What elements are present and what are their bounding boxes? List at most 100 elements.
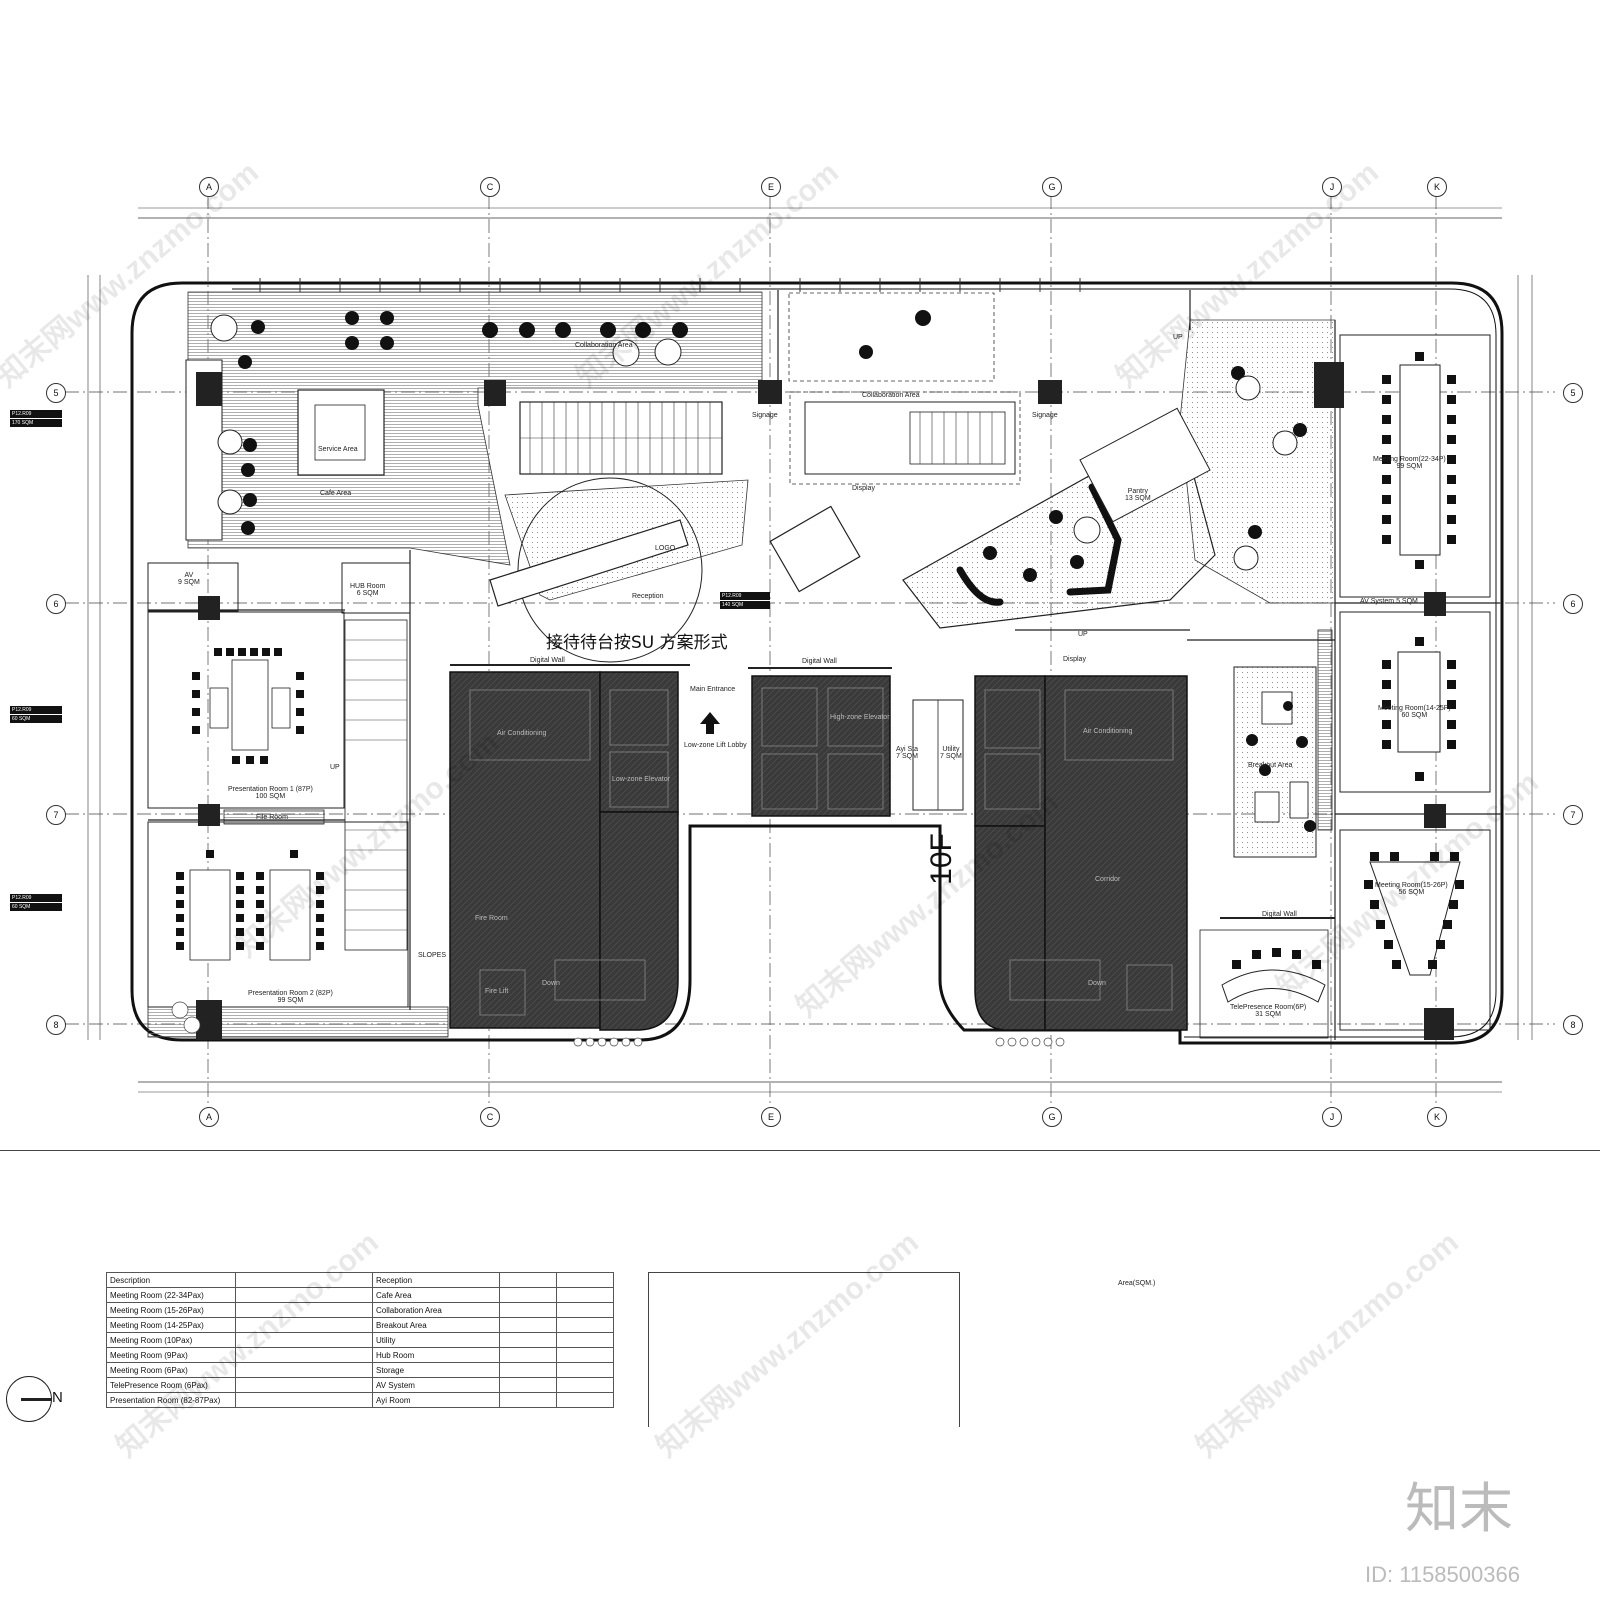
area-title: Area(SQM.) xyxy=(1118,1280,1156,1287)
legend-cell xyxy=(235,1272,373,1288)
label-av-system: AV System 5 SQM xyxy=(1360,598,1418,605)
label-down: Down xyxy=(542,980,560,987)
label-signage: Signage xyxy=(752,412,778,419)
legend-right-item: Storage xyxy=(372,1362,500,1378)
table-row: Meeting Room (6Pax) Storage xyxy=(106,1362,614,1378)
meeting-22-area: 99 SQM xyxy=(1396,463,1423,470)
label-aircon: Air Conditioning xyxy=(1083,728,1133,735)
label-up: UP xyxy=(1173,334,1183,341)
north-label: N xyxy=(52,1389,63,1406)
label-hub: HUB Room 6 SQM xyxy=(350,583,385,597)
watermark: 知末网www.znzmo.com xyxy=(1190,1225,1465,1464)
floor-plan xyxy=(65,195,1555,1110)
table-row: Description Reception xyxy=(106,1272,614,1288)
meeting-22-name: Meeting Room(22-34P) xyxy=(1373,456,1446,463)
legend-table: Description Reception Meeting Room (22-3… xyxy=(106,1272,614,1408)
legend-left-item: Meeting Room (9Pax) xyxy=(106,1347,236,1363)
utility-area: 7 SQM xyxy=(940,753,962,760)
label-lift-lobby: Low-zone Lift Lobby xyxy=(684,742,747,749)
label-digital-wall: Digital Wall xyxy=(802,658,837,665)
pres1-area: 100 SQM xyxy=(255,793,286,800)
legend-left-item: Meeting Room (15-26Pax) xyxy=(106,1302,236,1318)
pantry-name: Pantry xyxy=(1127,488,1148,495)
label-digital-wall: Digital Wall xyxy=(530,657,565,664)
grid-row-bubble-right: 7 xyxy=(1563,805,1583,825)
grid-col-bubble-top: K xyxy=(1427,177,1447,197)
label-cafe: Cafe Area xyxy=(320,490,352,497)
label-up: UP xyxy=(330,764,340,771)
tag-area: 60 SQM xyxy=(10,903,62,911)
legend-left-item: Meeting Room (10Pax) xyxy=(106,1332,236,1348)
table-row: Presentation Room (82-87Pax) Ayi Room xyxy=(106,1392,614,1408)
brand-logo-text: 知末 xyxy=(1405,1477,1513,1540)
sheet-divider xyxy=(0,1150,1600,1151)
side-area-tag: P12.R09 60 SQM xyxy=(10,706,62,723)
legend-right-item: AV System xyxy=(372,1377,500,1393)
pres1-name: Presentation Room 1 (87P) xyxy=(228,786,313,793)
grid-col-bubble-bottom: G xyxy=(1042,1107,1062,1127)
grid-row-bubble-right: 5 xyxy=(1563,383,1583,403)
av-name: AV xyxy=(184,572,194,579)
pres2-name: Presentation Room 2 (82P) xyxy=(248,990,333,997)
label-slopes: SLOPES xyxy=(418,952,447,959)
label-corridor: Corridor xyxy=(1095,876,1121,883)
grid-col-bubble-top: A xyxy=(199,177,219,197)
label-collaboration-mid: Collaboration Area xyxy=(862,392,920,399)
grid-col-bubble-bottom: C xyxy=(480,1107,500,1127)
ayi-area: 7 SQM xyxy=(896,753,918,760)
legend-right-item: Utility xyxy=(372,1332,500,1348)
tag-code: P12.R09 xyxy=(10,894,62,902)
floor-label: 10F xyxy=(924,833,958,885)
legend-left-item: Meeting Room (14-25Pax) xyxy=(106,1317,236,1333)
av-area: 9 SQM xyxy=(178,579,200,586)
label-fire-room: Fire Room xyxy=(475,915,508,922)
tag-code: P12.R09 xyxy=(10,706,62,714)
legend-left-item: Meeting Room (22-34Pax) xyxy=(106,1287,236,1303)
meeting-14-name: Meeting Room(14-25P) xyxy=(1378,705,1451,712)
grid-col-bubble-top: E xyxy=(761,177,781,197)
label-high-elevator: High-zone Elevator xyxy=(830,714,890,721)
legend-left-item: Presentation Room (82-87Pax) xyxy=(106,1392,236,1408)
label-collaboration-top: Collaboration Area xyxy=(575,342,633,349)
meeting-15-name: Meeting Room(15-26P) xyxy=(1375,882,1448,889)
tag-area: 170 SQM xyxy=(10,419,62,427)
telepresence-area: 31 SQM xyxy=(1255,1011,1281,1018)
legend-right-item: Ayi Room xyxy=(372,1392,500,1408)
av-system-name: AV System xyxy=(1360,598,1395,605)
grid-col-bubble-bottom: K xyxy=(1427,1107,1447,1127)
label-digital-wall: Digital Wall xyxy=(1262,911,1297,918)
label-ayi: Ayi Sta 7 SQM xyxy=(896,746,918,760)
side-area-tag: P12.R09 170 SQM xyxy=(10,410,62,427)
meeting-14-area: 60 SQM xyxy=(1401,712,1428,719)
grid-col-bubble-top: G xyxy=(1042,177,1062,197)
label-presentation-2: Presentation Room 2 (82P) 99 SQM xyxy=(248,990,333,1004)
grid-row-bubble-right: 8 xyxy=(1563,1015,1583,1035)
grid-row-bubble-right: 6 xyxy=(1563,594,1583,614)
table-row: Meeting Room (10Pax) Utility xyxy=(106,1332,614,1348)
table-row: Meeting Room (22-34Pax) Cafe Area xyxy=(106,1287,614,1303)
north-arrow-line xyxy=(21,1398,51,1401)
legend-right-item: Collaboration Area xyxy=(372,1302,500,1318)
legend-right-item: Reception xyxy=(372,1272,500,1288)
label-utility: Utility 7 SQM xyxy=(940,746,962,760)
label-breakout: Breakout Area xyxy=(1248,762,1293,769)
legend-right-item: Hub Room xyxy=(372,1347,500,1363)
table-row: Meeting Room (9Pax) Hub Room xyxy=(106,1347,614,1363)
table-row: Meeting Room (15-26Pax) Collaboration Ar… xyxy=(106,1302,614,1318)
label-up: UP xyxy=(1078,631,1088,638)
label-low-elevator: Low-zone Elevator xyxy=(612,776,670,783)
tag-area: 140 SQM xyxy=(720,601,770,609)
label-down: Down xyxy=(1088,980,1106,987)
utility-name: Utility xyxy=(942,746,960,753)
grid-col-bubble-bottom: A xyxy=(199,1107,219,1127)
label-signage: Signage xyxy=(1032,412,1058,419)
pantry-area: 13 SQM xyxy=(1125,495,1151,502)
pres2-area: 99 SQM xyxy=(277,997,304,1004)
north-arrow xyxy=(6,1376,52,1422)
telepresence-name: TelePresence Room(6P) xyxy=(1230,1004,1307,1011)
label-meeting-15: Meeting Room(15-26P) 56 SQM xyxy=(1375,882,1448,896)
label-display-right: Display xyxy=(1063,656,1086,663)
grid-col-bubble-bottom: E xyxy=(761,1107,781,1127)
label-logo: LOGO xyxy=(655,545,676,552)
legend-left-item: TelePresence Room (6Pax) xyxy=(106,1377,236,1393)
